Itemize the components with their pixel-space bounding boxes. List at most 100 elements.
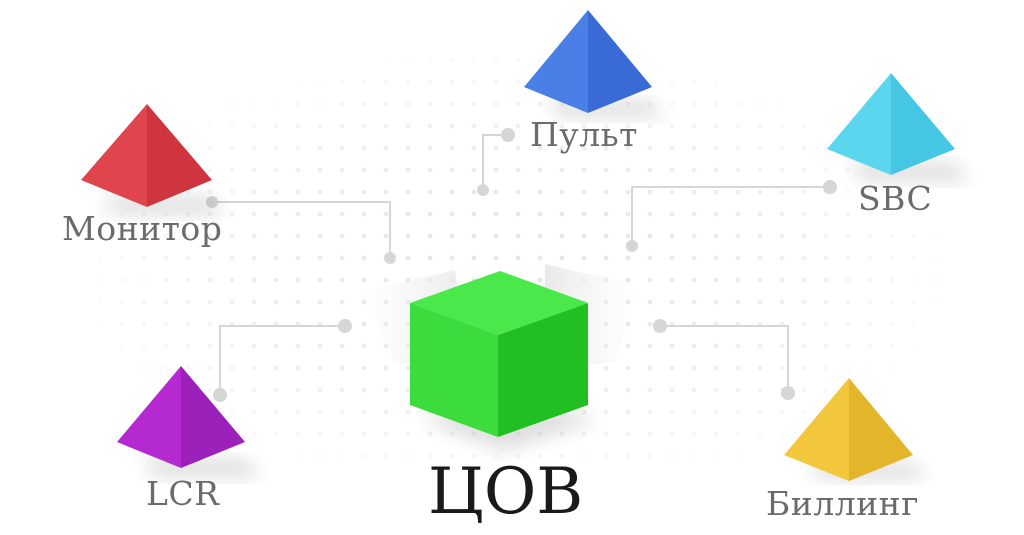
- grid-dot: [339, 409, 345, 415]
- grid-dot: [757, 211, 763, 217]
- grid-dot: [889, 321, 895, 327]
- grid-dot: [823, 145, 829, 151]
- grid-dot: [207, 145, 213, 151]
- grid-dot: [229, 189, 235, 195]
- grid-dot: [537, 277, 543, 283]
- grid-dot: [339, 233, 345, 239]
- grid-dot: [515, 453, 521, 459]
- grid-dot: [207, 123, 213, 129]
- grid-dot: [801, 255, 807, 261]
- grid-dot: [361, 189, 367, 195]
- grid-dot: [647, 453, 653, 459]
- grid-dot: [295, 255, 301, 261]
- grid-dot: [669, 431, 675, 437]
- grid-dot: [471, 79, 477, 85]
- grid-dot: [757, 233, 763, 239]
- endpoint-lcr-left: [213, 388, 227, 402]
- grid-dot: [163, 277, 169, 283]
- grid-dot: [163, 365, 169, 371]
- endpoint-lcr-right: [338, 319, 352, 333]
- grid-dot: [647, 167, 653, 173]
- grid-dot: [141, 255, 147, 261]
- grid-dot: [273, 343, 279, 349]
- grid-dot: [361, 453, 367, 459]
- grid-dot: [625, 453, 631, 459]
- grid-dot: [647, 431, 653, 437]
- grid-dot: [383, 409, 389, 415]
- grid-dot: [471, 167, 477, 173]
- grid-dot: [339, 343, 345, 349]
- grid-dot: [581, 453, 587, 459]
- grid-dot: [779, 167, 785, 173]
- grid-dot: [735, 277, 741, 283]
- grid-dot: [603, 145, 609, 151]
- grid-dot: [823, 211, 829, 217]
- grid-dot: [229, 299, 235, 305]
- grid-dot: [625, 167, 631, 173]
- endpoint-sbc-right: [823, 180, 837, 194]
- grid-dot: [845, 299, 851, 305]
- pyramid-billing: [784, 378, 928, 481]
- grid-dot: [185, 277, 191, 283]
- grid-dot: [405, 233, 411, 239]
- grid-dot: [713, 255, 719, 261]
- grid-dot: [361, 255, 367, 261]
- grid-dot: [713, 123, 719, 129]
- pyramid-pult-left-face: [524, 10, 588, 113]
- grid-dot: [647, 343, 653, 349]
- grid-dot: [339, 101, 345, 107]
- grid-dot: [471, 453, 477, 459]
- grid-dot: [823, 277, 829, 283]
- grid-dot: [383, 211, 389, 217]
- grid-dot: [163, 321, 169, 327]
- grid-dot: [537, 101, 543, 107]
- grid-dot: [207, 255, 213, 261]
- grid-dot: [251, 365, 257, 371]
- grid-dot: [757, 145, 763, 151]
- grid-dot: [735, 387, 741, 393]
- grid-dot: [471, 255, 477, 261]
- grid-dot: [713, 299, 719, 305]
- grid-dot: [449, 431, 455, 437]
- grid-dot: [801, 167, 807, 173]
- grid-dot: [141, 277, 147, 283]
- grid-dot: [559, 255, 565, 261]
- grid-dot: [317, 299, 323, 305]
- grid-dot: [779, 255, 785, 261]
- grid-dot: [251, 123, 257, 129]
- grid-dot: [251, 387, 257, 393]
- grid-dot: [339, 387, 345, 393]
- grid-dot: [207, 277, 213, 283]
- grid-dot: [185, 321, 191, 327]
- grid-dot: [713, 233, 719, 239]
- grid-dot: [867, 189, 873, 195]
- grid-dot: [735, 189, 741, 195]
- grid-dot: [493, 167, 499, 173]
- grid-dot: [603, 167, 609, 173]
- grid-dot: [867, 277, 873, 283]
- grid-dot: [449, 189, 455, 195]
- node-label-pult: Пульт: [530, 115, 638, 154]
- grid-dot: [669, 343, 675, 349]
- pyramid-monitor-right-face: [147, 104, 212, 207]
- grid-dot: [339, 123, 345, 129]
- grid-dot: [889, 365, 895, 371]
- grid-dot: [515, 211, 521, 217]
- grid-dot: [801, 343, 807, 349]
- grid-dot: [779, 365, 785, 371]
- pyramid-billing-left-face: [784, 378, 849, 481]
- grid-dot: [317, 233, 323, 239]
- grid-dot: [603, 211, 609, 217]
- grid-dot: [669, 79, 675, 85]
- grid-dot: [889, 255, 895, 261]
- grid-dot: [669, 277, 675, 283]
- grid-dot: [933, 299, 939, 305]
- grid-dot: [427, 57, 433, 63]
- grid-dot: [251, 167, 257, 173]
- grid-dot: [493, 57, 499, 63]
- grid-dot: [669, 299, 675, 305]
- grid-dot: [713, 277, 719, 283]
- cube-left-face: [410, 303, 498, 437]
- grid-dot: [405, 167, 411, 173]
